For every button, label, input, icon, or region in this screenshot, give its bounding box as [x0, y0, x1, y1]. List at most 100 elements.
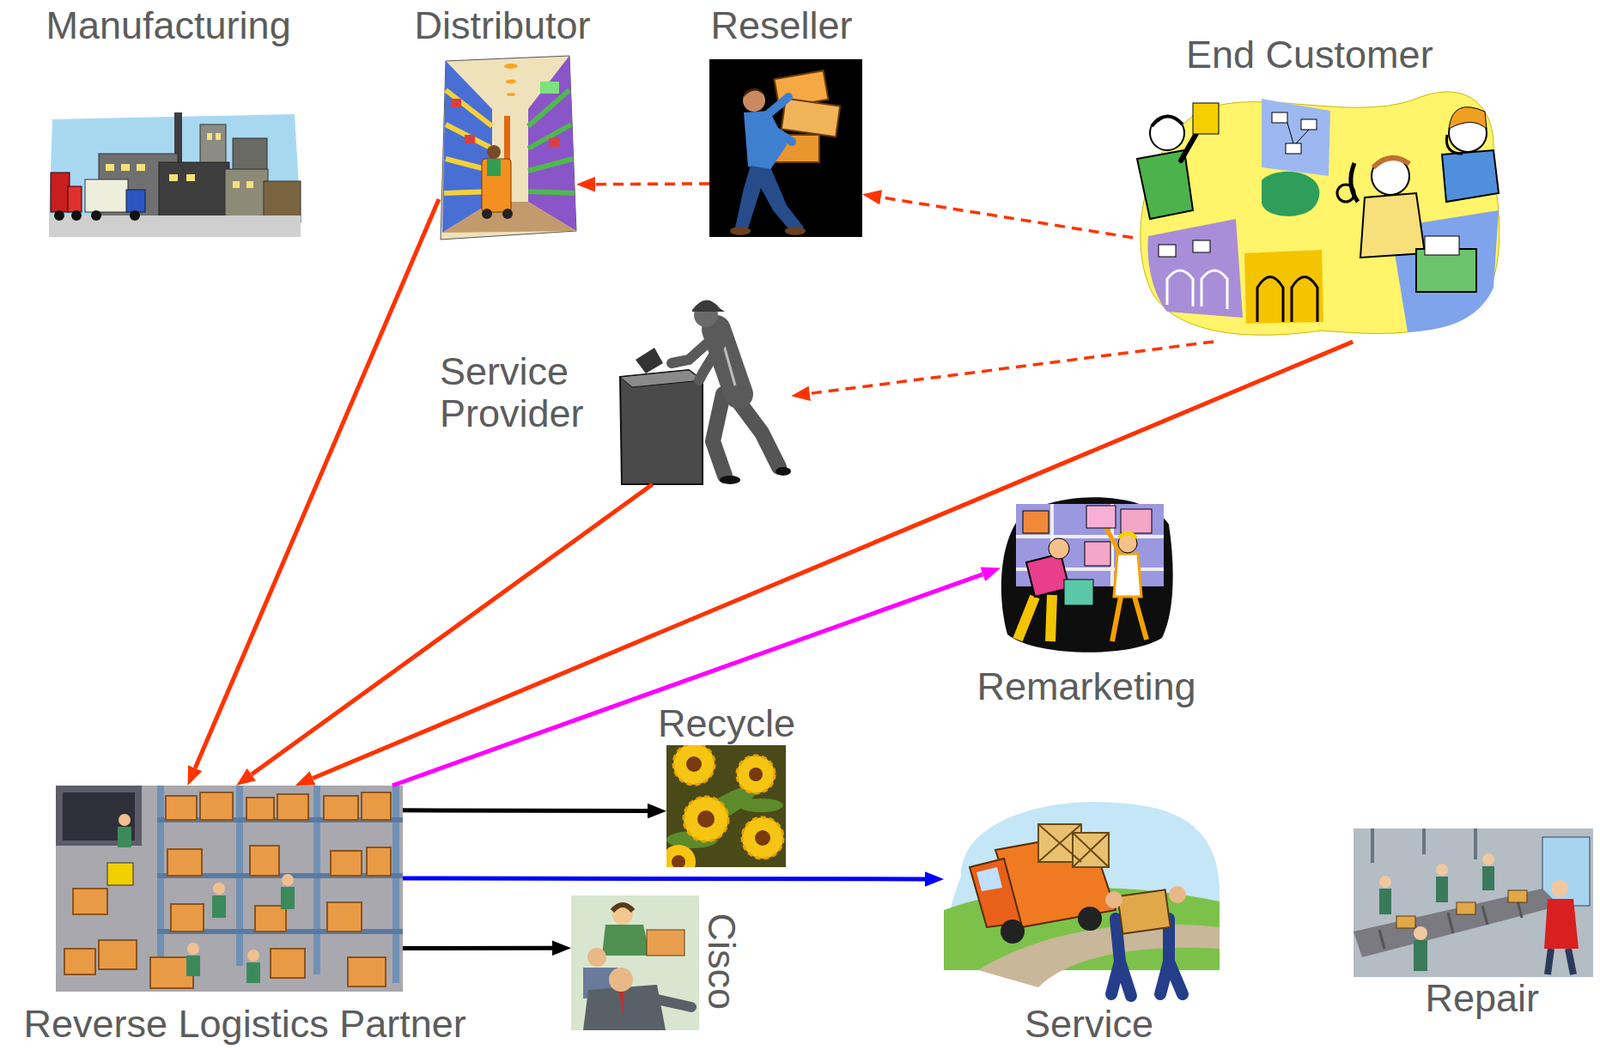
worker-pushing-crate-clipart: [620, 370, 703, 485]
stocking-shelves-clipart: [1026, 553, 1070, 597]
warehouse-clipart: [330, 851, 362, 877]
office-workers-clipart: [1285, 143, 1302, 154]
flow-arrow: [402, 808, 648, 814]
flowers-clipart: [673, 745, 715, 785]
office-workers-clipart: [1373, 158, 1410, 168]
delivery-truck-clipart: [1105, 891, 1123, 909]
box-carrier-clipart: [766, 97, 792, 142]
box-carrier-clipart: [781, 98, 840, 138]
flowers-clipart: [736, 755, 775, 794]
office-workers-clipart: [1151, 115, 1183, 127]
warehouse-clipart: [246, 962, 261, 984]
box-carrier-clipart: [709, 59, 863, 238]
illustration-node: Service: [943, 798, 1220, 1001]
business-people-clipart: [608, 967, 633, 992]
stocking-shelves-clipart: [1017, 595, 1053, 642]
warehouse-clipart: [313, 785, 321, 975]
node-label: Reverse Logistics Partner: [24, 1003, 467, 1047]
warehouse-aisle-clipart: [504, 63, 518, 69]
box-carrier-clipart: [743, 87, 765, 98]
assembly-line-clipart: [1379, 853, 1495, 941]
flowers-clipart: [738, 798, 784, 813]
assembly-line-clipart: [1542, 837, 1590, 907]
factory-clipart: [158, 162, 230, 220]
factory-clipart: [67, 186, 82, 213]
flowers-clipart: [736, 755, 775, 794]
office-workers-clipart: [1261, 171, 1320, 217]
flow-arrow: [312, 341, 1353, 779]
delivery-truck-clipart: [1117, 889, 1171, 934]
box-carrier-clipart: [735, 165, 804, 233]
office-workers-clipart: [1137, 150, 1193, 220]
office-workers-clipart: [1448, 107, 1487, 129]
illustration-node: End Customer: [1132, 81, 1500, 342]
office-workers-clipart: [1244, 249, 1324, 324]
warehouse-aisle-clipart: [528, 55, 577, 232]
business-people-clipart: [646, 930, 685, 956]
flowers-clipart: [686, 756, 702, 773]
flowers-clipart: [736, 755, 775, 794]
stocking-shelves-clipart: [1112, 596, 1147, 642]
stocking-shelves-clipart: [1064, 579, 1094, 606]
warehouse-aisle-clipart: [486, 158, 501, 177]
warehouse-aisle-clipart: [548, 138, 560, 147]
node-label: Remarketing: [977, 665, 1197, 709]
factory-clipart: [50, 172, 70, 213]
worker-pushing-crate-clipart: [635, 347, 664, 374]
flowers-clipart: [673, 745, 715, 785]
warehouse-clipart: [361, 792, 391, 821]
warehouse-clipart: [212, 895, 226, 919]
assembly-line-clipart: [1396, 890, 1527, 929]
office-workers-clipart: [1424, 236, 1460, 256]
warehouse-clipart: [98, 940, 137, 970]
factory-clipart: [121, 164, 130, 171]
office-workers-clipart: [1446, 134, 1463, 154]
office-workers-clipart: [1149, 115, 1185, 151]
node-label: Manufacturing: [46, 4, 292, 48]
warehouse-aisle-clipart: [505, 79, 517, 85]
stocking-shelves-clipart: [1084, 541, 1111, 566]
office-workers-clipart: [1261, 98, 1331, 177]
factory-clipart: [91, 210, 102, 221]
warehouse-clipart: [118, 814, 131, 827]
worker-pushing-crate-clipart: [699, 342, 722, 381]
delivery-truck-clipart: [1038, 824, 1109, 868]
office-workers-clipart: [1371, 157, 1410, 195]
factory-clipart: [215, 133, 221, 140]
flow-arrow: [392, 574, 983, 786]
warehouse-aisle-clipart: [506, 92, 516, 97]
stocking-shelves-clipart: [1001, 497, 1174, 653]
warehouse-aisle-clipart: [481, 158, 512, 213]
flowers-clipart: [683, 796, 729, 842]
flowers-clipart: [666, 845, 696, 868]
stocking-shelves-clipart: [1119, 533, 1137, 539]
office-workers-clipart: [1140, 91, 1500, 335]
stocking-shelves-clipart: [1113, 553, 1142, 597]
warehouse-aisle-clipart: [504, 63, 518, 97]
flow-arrow: [194, 199, 439, 769]
factory-clipart: [206, 133, 213, 140]
stocking-shelves-clipart: [1118, 534, 1138, 554]
flowers-clipart: [697, 810, 715, 828]
factory-clipart: [186, 174, 195, 182]
assembly-line-clipart: [1508, 890, 1527, 903]
assembly-line-clipart: [1435, 876, 1448, 903]
warehouse-clipart: [186, 955, 201, 977]
flowers-clipart: [673, 745, 715, 785]
worker-pushing-crate-clipart: [723, 342, 736, 386]
flowers-clipart: [742, 817, 784, 859]
illustration-node: Repair: [1353, 828, 1594, 978]
office-workers-clipart: [1350, 163, 1358, 202]
warehouse-clipart: [107, 863, 134, 886]
node-label: Reseller: [711, 4, 853, 48]
illustration-node: Remarketing: [1000, 493, 1173, 653]
office-workers-clipart: [1271, 112, 1317, 154]
flowers-clipart: [683, 796, 729, 842]
warehouse-clipart: [327, 902, 362, 932]
flowers-clipart: [742, 817, 784, 859]
warehouse-aisle-clipart: [464, 134, 475, 144]
warehouse-clipart: [366, 847, 391, 877]
business-people-clipart: [653, 998, 692, 1008]
